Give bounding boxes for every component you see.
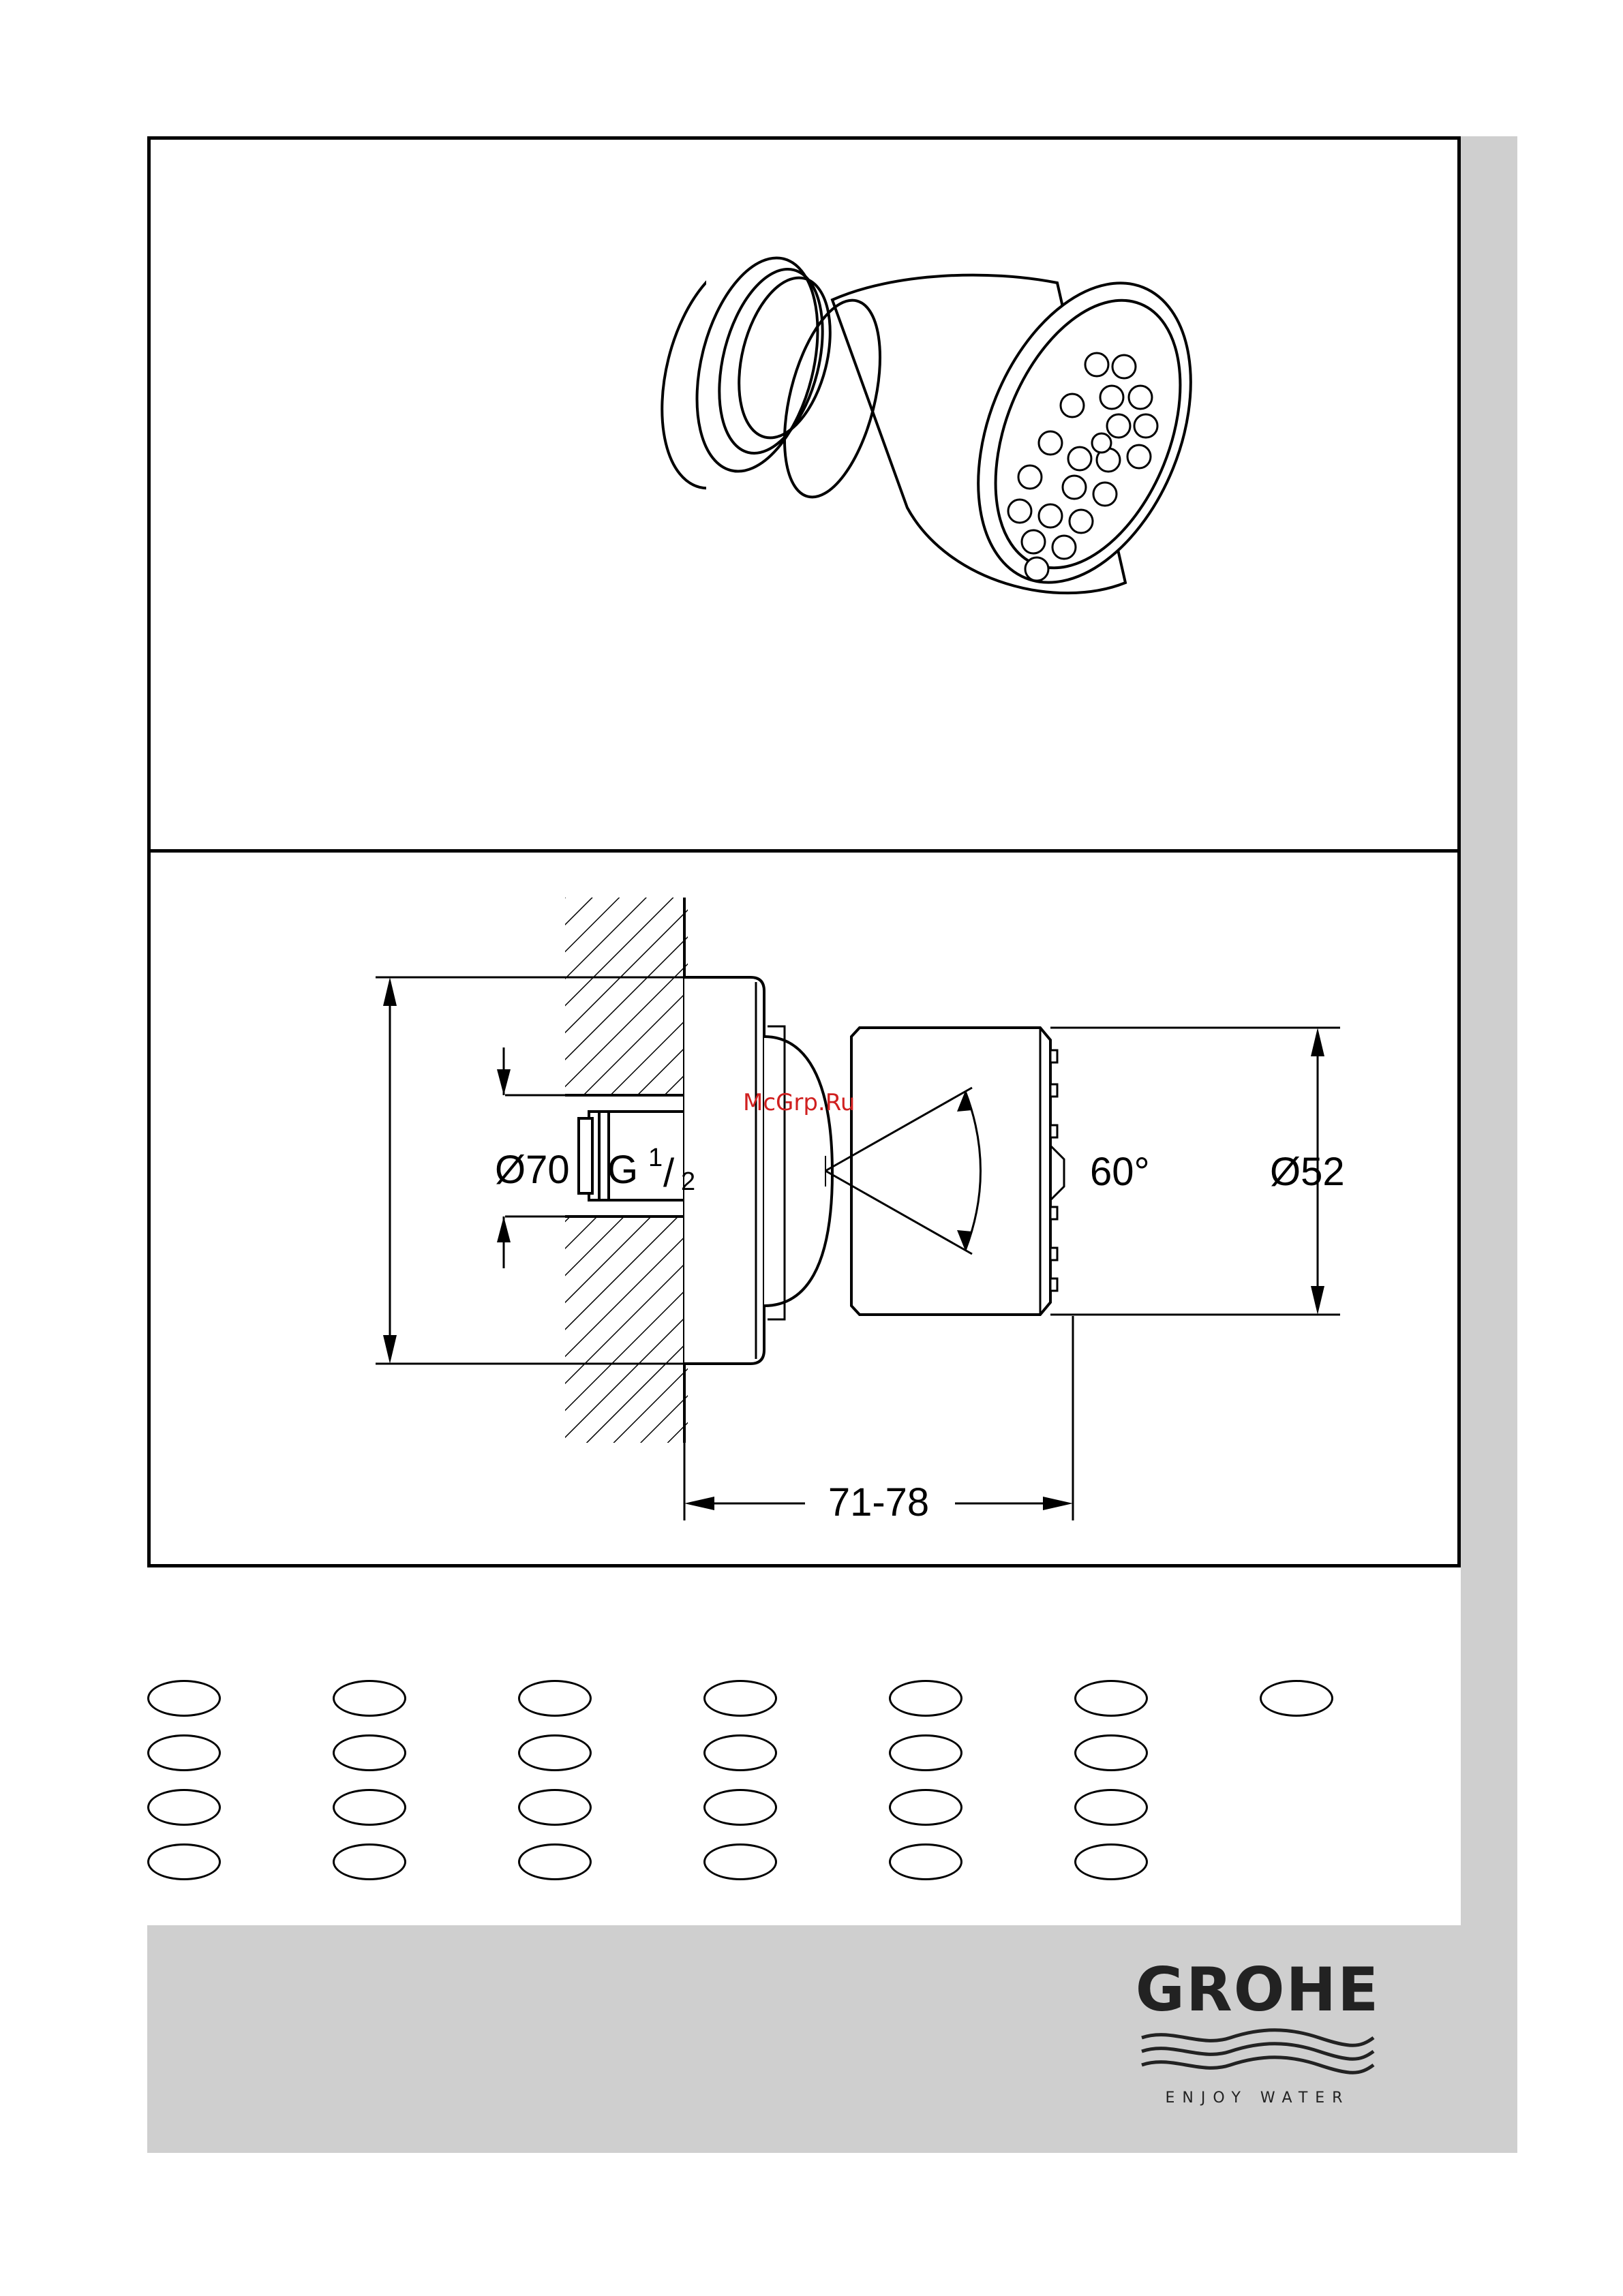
language-oval [333, 1680, 406, 1717]
thread-denominator-label: 2 [681, 1167, 695, 1196]
language-oval [518, 1734, 592, 1771]
language-oval [703, 1789, 777, 1826]
language-oval [333, 1734, 406, 1771]
technical-drawing: Ø70 G 1 / 2 60° Ø52 71-78 [151, 853, 1457, 1564]
language-oval [147, 1843, 221, 1880]
flange-profile [684, 977, 764, 1364]
water-waves-icon [1132, 2024, 1384, 2085]
brand-name: GROHE [1132, 1956, 1384, 2024]
flange-diameter-label: Ø70 [495, 1148, 570, 1192]
language-oval [1074, 1680, 1148, 1717]
language-oval [333, 1843, 406, 1880]
language-oval [147, 1680, 221, 1717]
spray-head-profile [851, 1028, 1050, 1315]
language-oval [1074, 1789, 1148, 1826]
language-oval [333, 1789, 406, 1826]
thread-base-label: G [607, 1148, 638, 1192]
language-oval [1074, 1843, 1148, 1880]
language-oval [703, 1734, 777, 1771]
dimension-drawing-panel: Ø70 G 1 / 2 60° Ø52 71-78 [151, 853, 1457, 1564]
language-oval [147, 1734, 221, 1771]
nozzle-ticks [1050, 1050, 1064, 1291]
language-oval [518, 1680, 592, 1717]
brand-tagline: ENJOY WATER [1132, 2090, 1384, 2107]
thread-slash: / [663, 1151, 675, 1195]
language-oval [703, 1680, 777, 1717]
language-oval [889, 1734, 962, 1771]
language-oval [889, 1843, 962, 1880]
projection-label: 71-78 [828, 1480, 929, 1525]
language-oval [518, 1789, 592, 1826]
language-oval-grid [147, 1680, 1442, 1898]
language-oval [1074, 1734, 1148, 1771]
product-illustration-panel [151, 140, 1457, 849]
body-spray-illustration [151, 140, 1457, 849]
language-oval [889, 1789, 962, 1826]
language-oval [518, 1843, 592, 1880]
head-diameter-label: Ø52 [1270, 1150, 1345, 1194]
spray-angle-label: 60° [1090, 1150, 1150, 1194]
language-oval [889, 1680, 962, 1717]
language-oval [703, 1843, 777, 1880]
language-oval [1260, 1680, 1333, 1717]
thread-numerator-label: 1 [648, 1144, 663, 1172]
language-oval [147, 1789, 221, 1826]
watermark: McGrp.Ru [743, 1089, 855, 1116]
grohe-logo: GROHE ENJOY WATER [1132, 1956, 1384, 2119]
side-bar [1461, 136, 1517, 1925]
ball-joint [764, 1037, 832, 1306]
